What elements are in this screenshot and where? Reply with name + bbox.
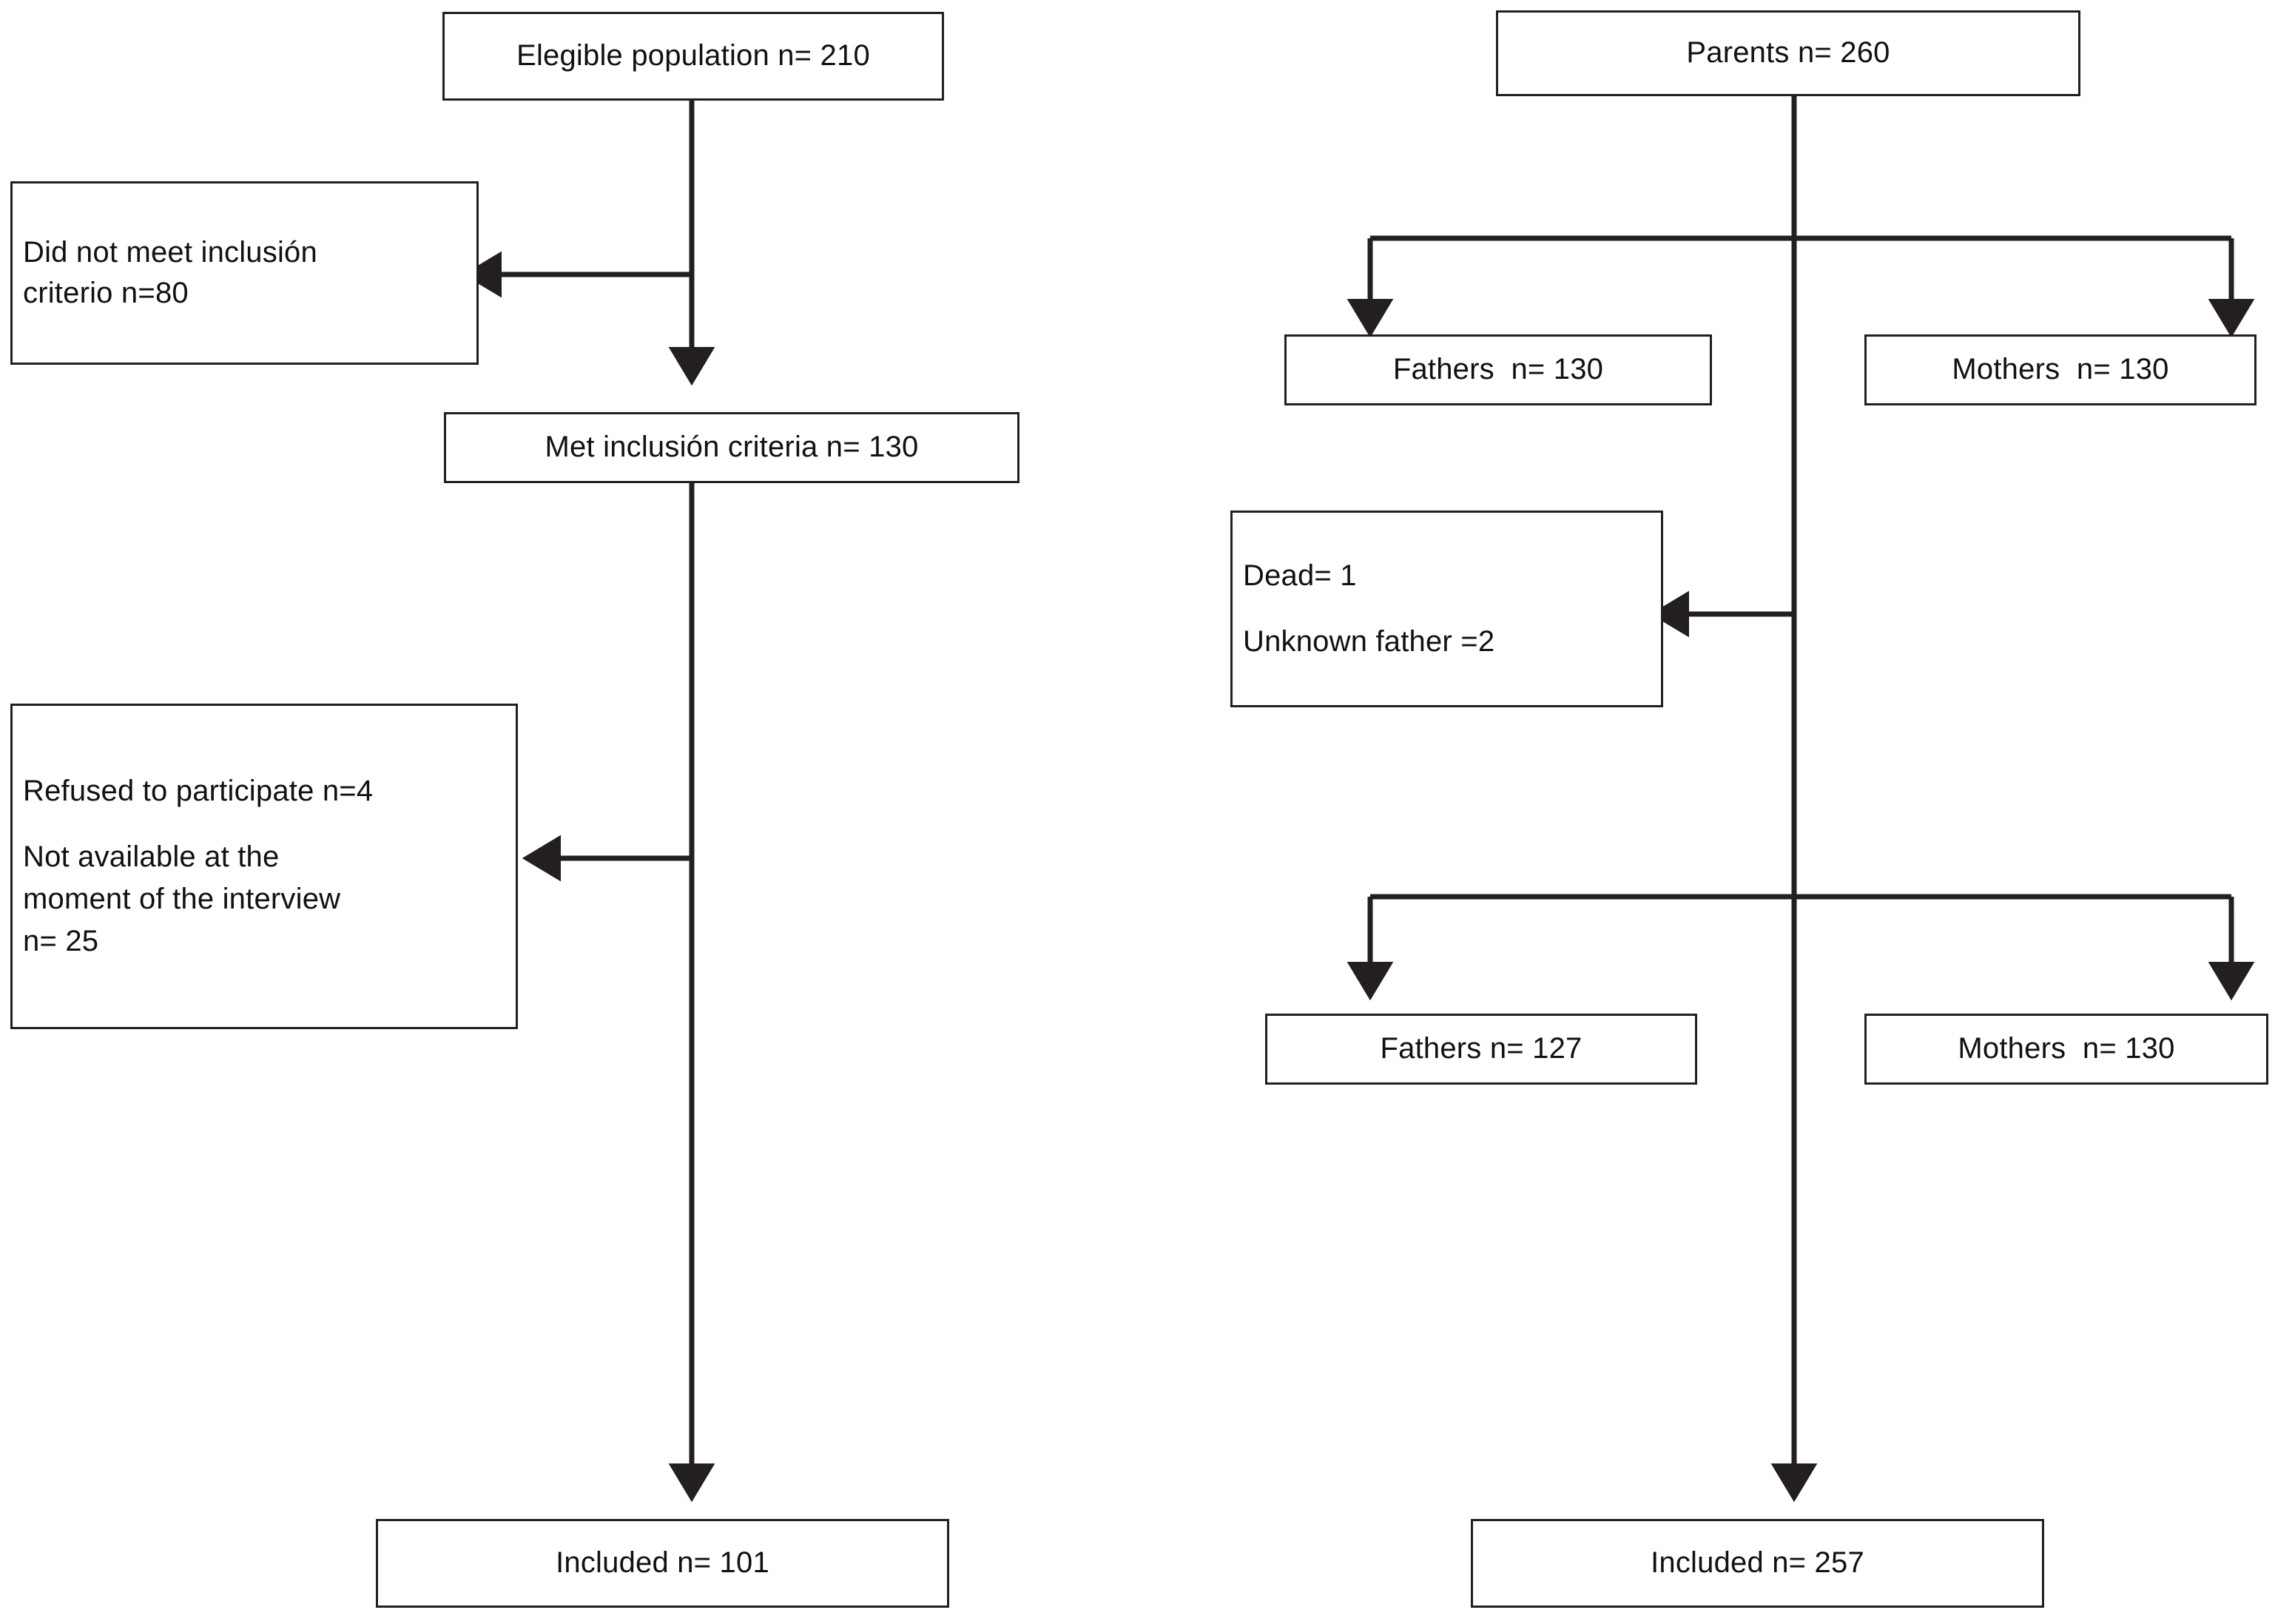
node-not-available-line2: moment of the interview [23, 883, 341, 915]
node-fathers-bottom-label: Fathers n= 127 [1380, 1032, 1583, 1065]
node-elegible-population-label: Elegible population n= 210 [516, 39, 870, 73]
node-parents-label: Parents n= 260 [1686, 36, 1890, 70]
node-included-right-label: Included n= 257 [1651, 1546, 1864, 1580]
node-dead-label: Dead= 1 [1243, 559, 1357, 592]
node-fathers-top-label: Fathers n= 130 [1392, 353, 1604, 386]
node-did-not-meet-inclusion-line2: criterio n=80 [23, 277, 189, 309]
node-mothers-top[interactable]: Mothers n= 130 [1864, 334, 2257, 405]
node-refused-label: Refused to participate n=4 [23, 774, 374, 807]
node-met-inclusion-criteria-label: Met inclusión criteria n= 130 [545, 431, 919, 464]
node-mothers-bottom-label: Mothers n= 130 [1958, 1032, 2175, 1065]
node-not-available-line3: n= 25 [23, 925, 99, 958]
node-dead-unknown-father[interactable]: Dead= 1 Unknown father =2 [1230, 511, 1663, 707]
node-fathers-top[interactable]: Fathers n= 130 [1284, 334, 1712, 405]
node-unknown-father-label: Unknown father =2 [1243, 625, 1495, 658]
node-refused-not-available[interactable]: Refused to participate n=4 Not available… [10, 704, 518, 1029]
node-included-left-label: Included n= 101 [556, 1546, 769, 1580]
node-mothers-bottom[interactable]: Mothers n= 130 [1864, 1014, 2268, 1085]
node-parents[interactable]: Parents n= 260 [1496, 10, 2080, 96]
node-included-right[interactable]: Included n= 257 [1471, 1519, 2044, 1608]
node-included-left[interactable]: Included n= 101 [376, 1519, 949, 1608]
node-fathers-bottom[interactable]: Fathers n= 127 [1265, 1014, 1697, 1085]
node-not-available-line1: Not available at the [23, 840, 280, 873]
node-did-not-meet-inclusion-line1: Did not meet inclusión [23, 235, 317, 269]
node-mothers-top-label: Mothers n= 130 [1952, 353, 2169, 386]
node-did-not-meet-inclusion[interactable]: Did not meet inclusión criterio n=80 [10, 181, 479, 365]
node-met-inclusion-criteria[interactable]: Met inclusión criteria n= 130 [444, 412, 1019, 483]
node-elegible-population[interactable]: Elegible population n= 210 [442, 12, 944, 101]
